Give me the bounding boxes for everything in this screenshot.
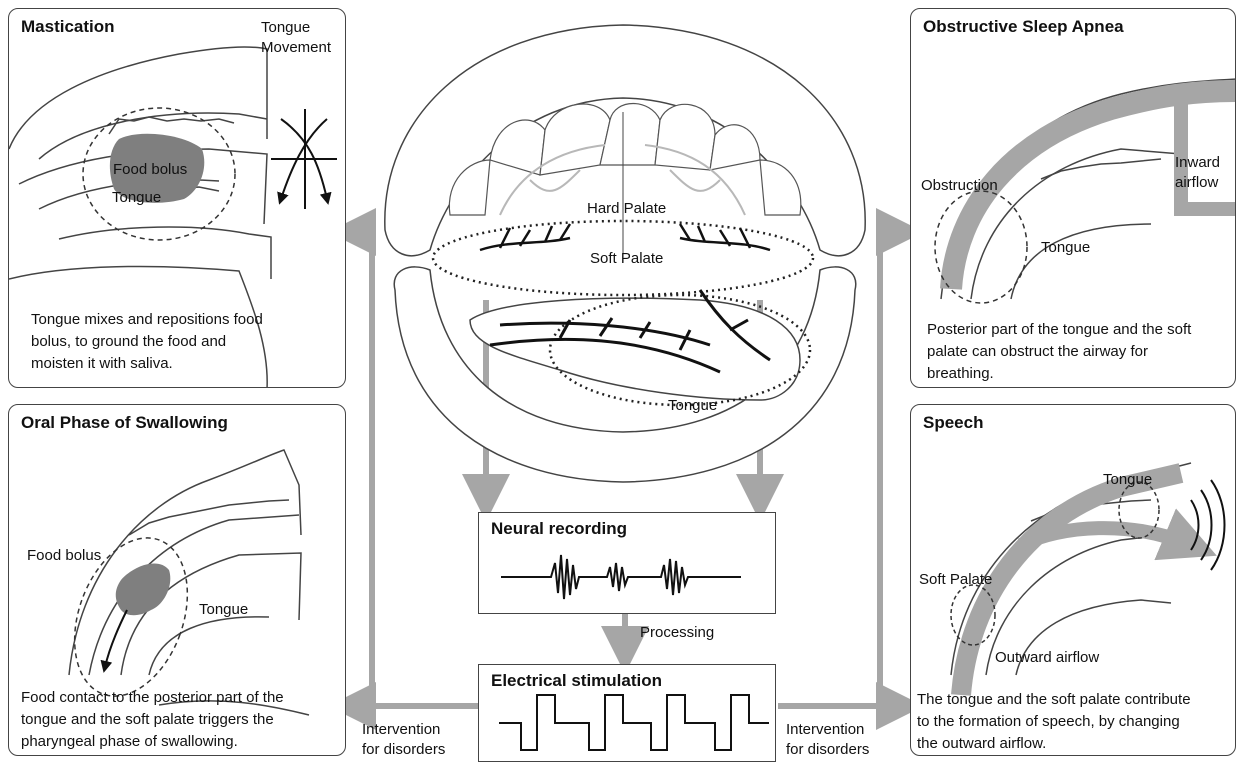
neural-recording-box: Neural recording — [478, 512, 776, 614]
soft-palate-label: Soft Palate — [590, 250, 663, 267]
intervention-right-label: Intervention for disorders — [786, 720, 869, 760]
electrical-stimulation-box: Electrical stimulation — [478, 664, 776, 762]
processing-label: Processing — [640, 624, 714, 641]
intervention-left-label: Intervention for disorders — [362, 720, 445, 760]
hard-palate-label: Hard Palate — [587, 200, 666, 217]
neural-signal-waveform — [479, 513, 777, 615]
mouth-tongue-label: Tongue — [668, 397, 717, 414]
stimulation-pulse-waveform — [479, 665, 777, 763]
tongue-shape — [470, 298, 800, 400]
